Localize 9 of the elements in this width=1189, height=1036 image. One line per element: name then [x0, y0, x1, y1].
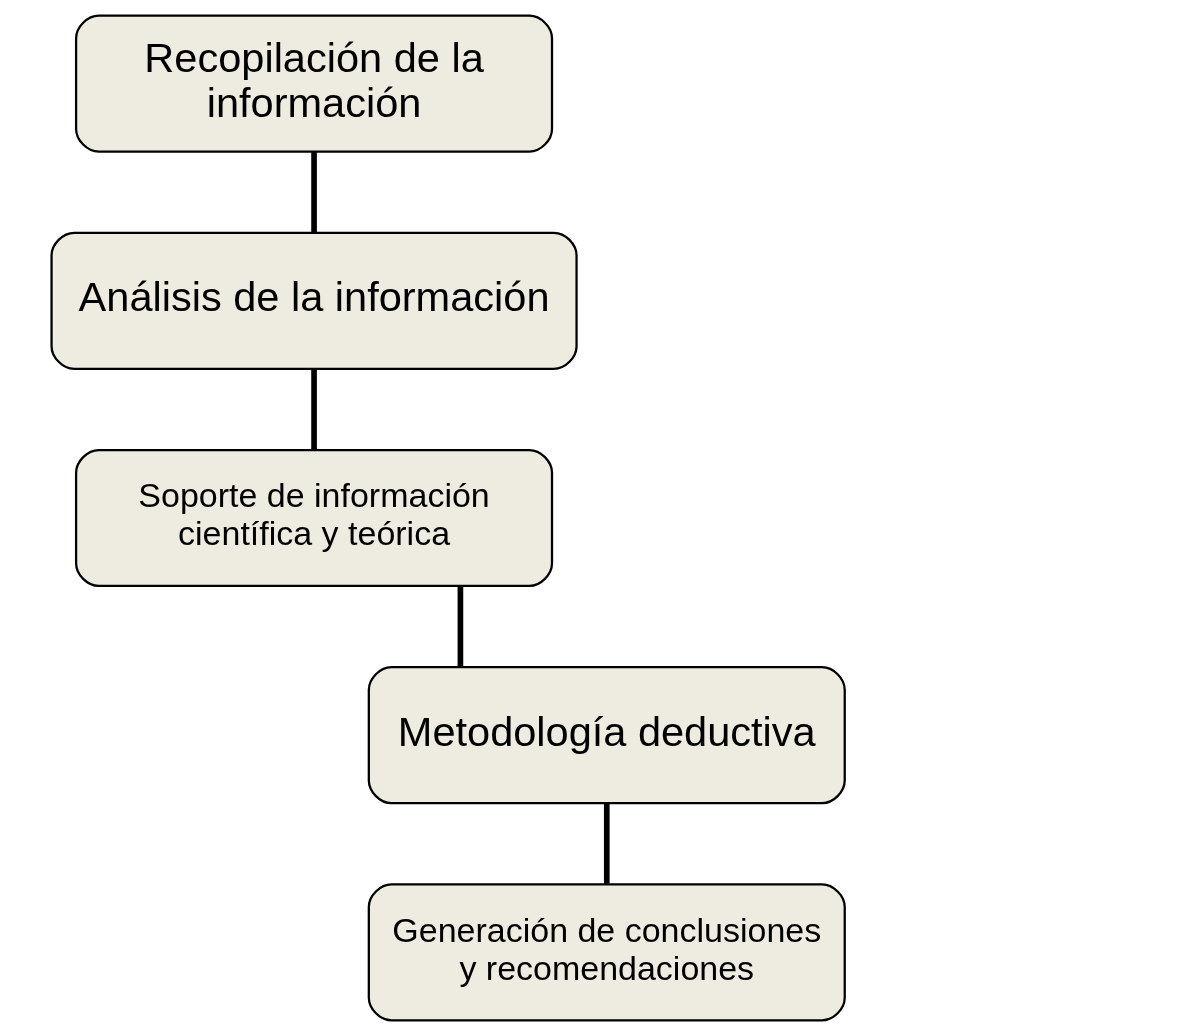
node-box: Metodología deductiva [367, 666, 846, 805]
node-box: Recopilación de la información [74, 14, 554, 153]
connector [457, 586, 464, 667]
connector [311, 151, 317, 233]
node-box: Análisis de la información [50, 231, 578, 370]
connector [311, 368, 317, 450]
node-box: Soporte de información científica y teórica [74, 448, 554, 588]
connector [603, 803, 610, 884]
node-box: Generación de conclusiones y recomendaciones [367, 883, 846, 1022]
